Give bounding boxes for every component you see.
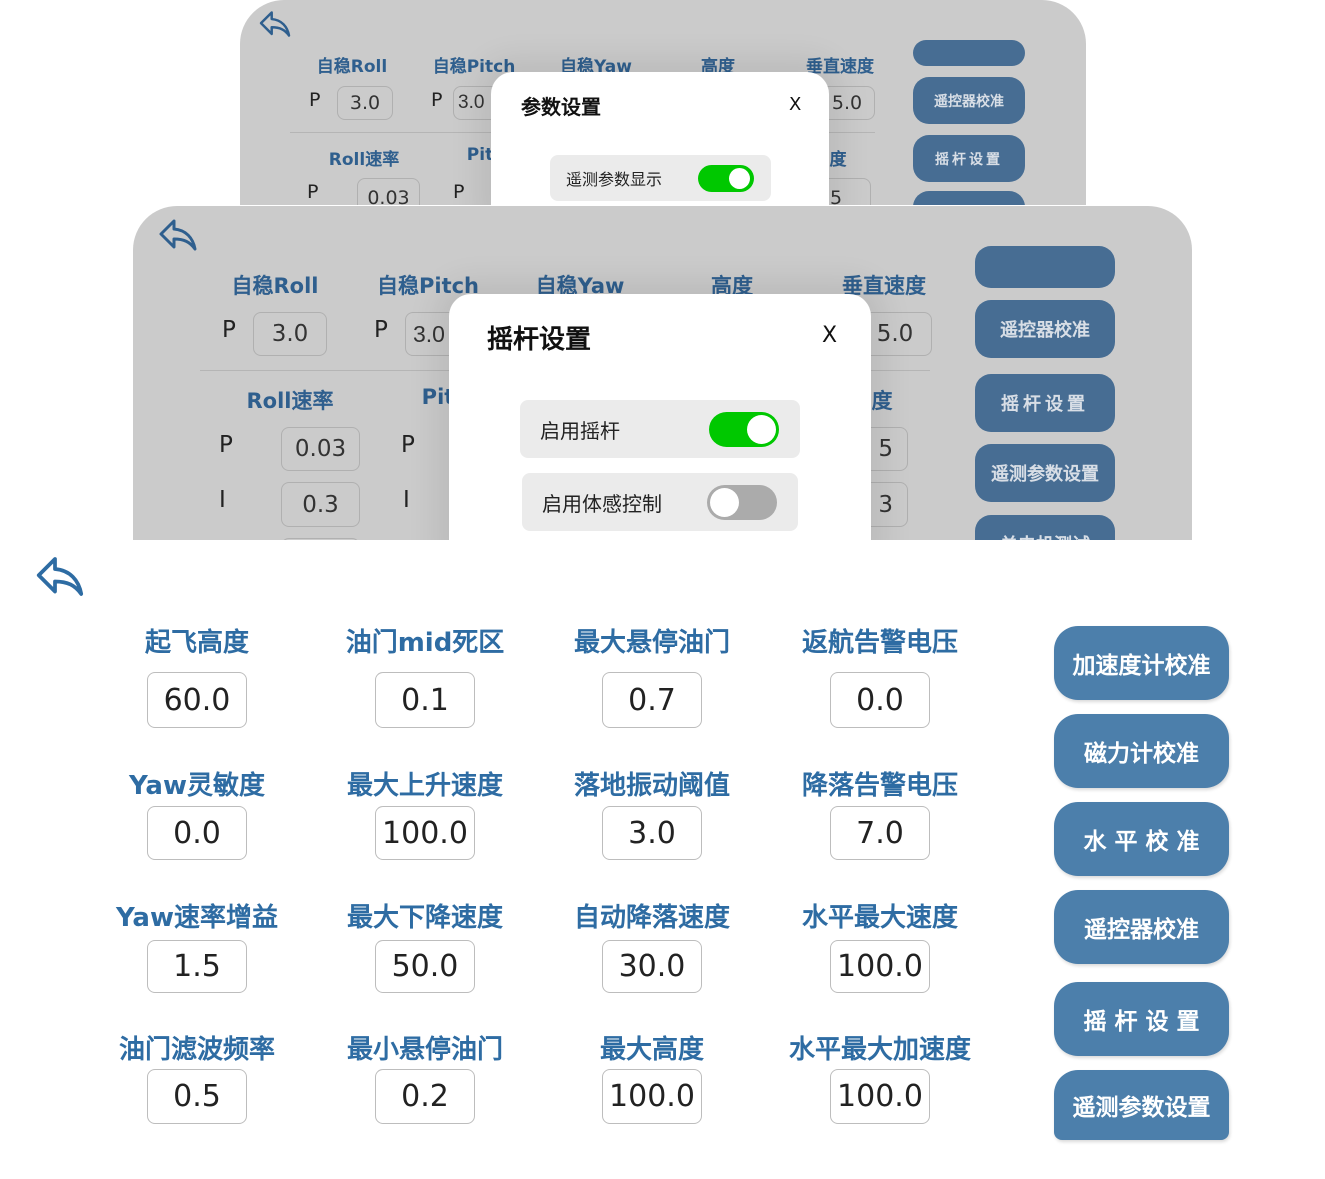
header-pitch: 自稳Pitch bbox=[376, 274, 480, 298]
roll-p-input[interactable]: 3.0 bbox=[337, 86, 393, 120]
param-input[interactable]: 0.2 bbox=[375, 1069, 475, 1124]
motion-control-row: 启用体感控制 bbox=[522, 473, 798, 531]
back-icon[interactable] bbox=[157, 218, 199, 252]
params-dialog: 参数设置 X 遥测参数显示 bbox=[491, 72, 829, 205]
param-input[interactable]: 100.0 bbox=[830, 1069, 930, 1124]
telemetry-display-row: 遥测参数显示 bbox=[550, 155, 771, 201]
i-label: I bbox=[403, 487, 410, 513]
enable-joystick-row: 启用摇杆 bbox=[520, 400, 800, 458]
param-label: 起飞高度 bbox=[144, 628, 250, 658]
param-input[interactable]: 30.0 bbox=[602, 940, 702, 993]
param-label: 最大上升速度 bbox=[346, 771, 504, 801]
mag-calibration-button[interactable]: 磁力计校准 bbox=[1054, 714, 1229, 788]
enable-joystick-toggle[interactable] bbox=[709, 412, 779, 447]
joystick-settings-button[interactable]: 摇杆设置 bbox=[913, 135, 1025, 182]
param-label: Yaw灵敏度 bbox=[128, 771, 266, 801]
roll-rate-p-input[interactable]: 0.03 bbox=[281, 427, 360, 471]
joystick-settings-button[interactable]: 摇 杆 设 置 bbox=[1054, 982, 1229, 1056]
roll-p-input[interactable]: 3.0 bbox=[253, 312, 327, 356]
param-input[interactable]: 3.0 bbox=[602, 806, 702, 860]
param-label: 返航告警电压 bbox=[801, 628, 959, 658]
back-icon[interactable] bbox=[35, 555, 85, 598]
motion-control-toggle[interactable] bbox=[707, 485, 777, 520]
param-label: 最大悬停油门 bbox=[573, 628, 731, 658]
telemetry-settings-button[interactable]: 遥测参数设置 bbox=[975, 444, 1115, 502]
i-label: I bbox=[219, 487, 226, 513]
roll-rate-p-input[interactable]: 0.03 bbox=[357, 178, 420, 205]
header-roll: 自稳Roll bbox=[231, 274, 319, 298]
header-vs-rate: 度 bbox=[829, 150, 847, 170]
param-input[interactable]: 100.0 bbox=[602, 1069, 702, 1124]
roll-rate-i-input[interactable]: 0.3 bbox=[281, 482, 360, 527]
param-input[interactable]: 0.0 bbox=[147, 806, 247, 860]
param-input[interactable]: 60.0 bbox=[147, 672, 247, 728]
param-label: 水平最大加速度 bbox=[788, 1035, 972, 1065]
header-pitch-rate: Pit bbox=[466, 145, 494, 165]
header-pitch: 自稳Pitch bbox=[432, 57, 516, 77]
param-label: 自动降落速度 bbox=[573, 903, 731, 933]
cut-off-button bbox=[913, 191, 1025, 205]
header-vs-rate: 度 bbox=[871, 389, 893, 413]
param-input[interactable]: 0.7 bbox=[602, 672, 702, 728]
param-label: 最大下降速度 bbox=[346, 903, 504, 933]
param-input[interactable]: 0.1 bbox=[375, 672, 475, 728]
close-icon[interactable]: X bbox=[789, 94, 802, 115]
header-vertical-speed: 垂直速度 bbox=[806, 57, 874, 77]
header-roll-rate: Roll速率 bbox=[246, 389, 334, 413]
header-vertical-speed: 垂直速度 bbox=[842, 274, 926, 298]
param-label: 最小悬停油门 bbox=[346, 1035, 504, 1065]
param-input[interactable]: 100.0 bbox=[375, 806, 475, 860]
p-label: P bbox=[401, 432, 415, 458]
param-label: 降落告警电压 bbox=[801, 771, 959, 801]
telemetry-settings-button[interactable]: 遥测参数设置 bbox=[1054, 1070, 1229, 1140]
param-label: 最大高度 bbox=[599, 1035, 705, 1065]
param-input[interactable]: 0.5 bbox=[147, 1069, 247, 1124]
p-label: P bbox=[307, 181, 319, 203]
motion-control-label: 启用体感控制 bbox=[542, 491, 662, 516]
p-label: P bbox=[222, 317, 236, 343]
param-label: 油门mid死区 bbox=[345, 628, 505, 658]
param-input[interactable]: 50.0 bbox=[375, 940, 475, 993]
joystick-dialog: 摇杆设置 X 启用摇杆 启用体感控制 bbox=[449, 294, 871, 540]
level-calibration-button[interactable]: 水 平 校 准 bbox=[1054, 802, 1229, 876]
p-label: P bbox=[431, 89, 443, 111]
remote-calibration-button[interactable]: 遥控器校准 bbox=[1054, 890, 1229, 964]
back-icon[interactable] bbox=[258, 10, 292, 38]
header-roll: 自稳Roll bbox=[316, 57, 388, 77]
param-input[interactable]: 1.5 bbox=[147, 940, 247, 993]
remote-calibration-button[interactable]: 遥控器校准 bbox=[975, 300, 1115, 358]
accel-calibration-button[interactable]: 加速度计校准 bbox=[1054, 626, 1229, 700]
joystick-settings-screen: 自稳Roll 自稳Pitch 自稳Yaw 高度 垂直速度 P 3.0 P 3.0… bbox=[133, 206, 1192, 540]
telemetry-display-toggle[interactable] bbox=[698, 165, 754, 192]
cut-off-button bbox=[913, 40, 1025, 66]
param-input[interactable]: 0.0 bbox=[830, 672, 930, 728]
param-label: 油门滤波频率 bbox=[118, 1035, 276, 1065]
p-label: P bbox=[309, 89, 321, 111]
enable-joystick-label: 启用摇杆 bbox=[540, 418, 620, 443]
param-label: Yaw速率增益 bbox=[115, 903, 279, 933]
cut-off-button bbox=[975, 246, 1115, 288]
header-roll-rate: Roll速率 bbox=[328, 150, 400, 170]
header-pitch-rate: Pit bbox=[421, 385, 455, 409]
telemetry-display-label: 遥测参数显示 bbox=[566, 170, 663, 189]
telemetry-settings-screen: 自稳Roll 自稳Pitch 自稳Yaw 高度 垂直速度 P 3.0 P 3.0… bbox=[240, 0, 1086, 205]
param-input[interactable]: 7.0 bbox=[830, 806, 930, 860]
motor-test-button[interactable]: 单电机测试 bbox=[975, 515, 1115, 540]
joystick-settings-button[interactable]: 摇杆设置 bbox=[975, 374, 1115, 432]
param-label: 水平最大速度 bbox=[801, 903, 959, 933]
remote-calibration-button[interactable]: 遥控器校准 bbox=[913, 77, 1025, 124]
param-input[interactable]: 100.0 bbox=[830, 940, 930, 993]
dialog-title: 参数设置 bbox=[521, 95, 601, 119]
dialog-title: 摇杆设置 bbox=[487, 325, 592, 355]
p-label: P bbox=[453, 181, 465, 203]
p-label: P bbox=[219, 432, 233, 458]
p-label: P bbox=[374, 317, 388, 343]
param-label: 落地振动阈值 bbox=[573, 771, 731, 801]
close-icon[interactable]: X bbox=[822, 323, 838, 348]
